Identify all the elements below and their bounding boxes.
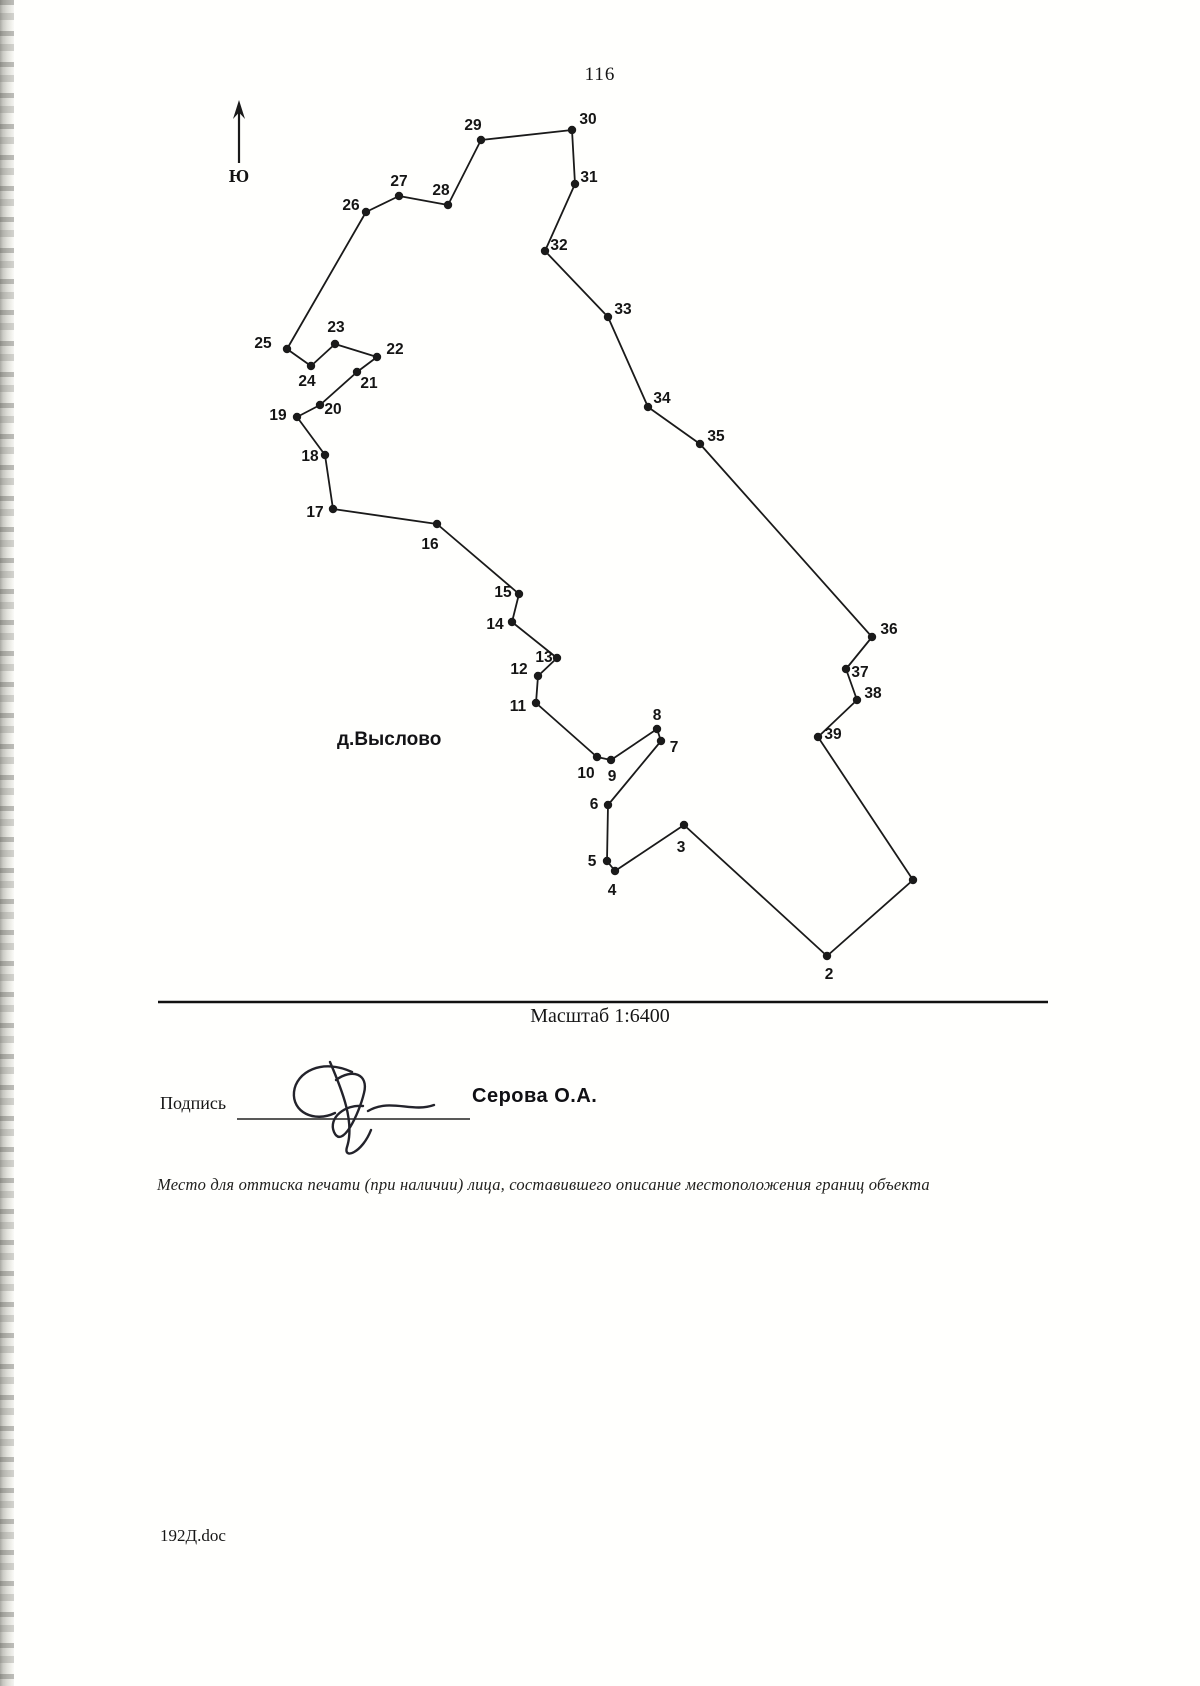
- boundary-point-22: [372, 352, 382, 362]
- page-number: 116: [584, 64, 616, 85]
- boundary-point-4: [610, 866, 620, 876]
- boundary-point-14: [507, 617, 517, 627]
- boundary-point-label-11: 11: [510, 698, 527, 715]
- stamp-note: Место для оттиска печати (при наличии) л…: [157, 1175, 930, 1194]
- boundary-point-24: [306, 361, 316, 371]
- boundary-point-label-24: 24: [298, 373, 316, 390]
- signature-stroke: [328, 1060, 373, 1155]
- boundary-point-16: [432, 519, 442, 529]
- boundary-point: [908, 875, 918, 885]
- boundary-point-label-34: 34: [653, 390, 671, 407]
- boundary-point-28: [443, 200, 453, 210]
- boundary-point-37: [841, 664, 851, 674]
- north-arrow-label: Ю: [229, 166, 249, 186]
- boundary-point-label-28: 28: [432, 182, 450, 199]
- boundary-point-33: [603, 312, 613, 322]
- boundary-point-21: [352, 367, 362, 377]
- boundary-point-8: [652, 724, 662, 734]
- boundary-point-27: [394, 191, 404, 201]
- boundary-point-20: [315, 400, 325, 410]
- boundary-point-label-6: 6: [590, 796, 599, 813]
- scale-label: Масштаб 1:6400: [530, 1005, 670, 1027]
- boundary-point-35: [695, 439, 705, 449]
- north-arrow: Ю: [229, 100, 249, 186]
- boundary-point-12: [533, 671, 543, 681]
- signature-stroke: [366, 1103, 436, 1113]
- boundary-point-label-3: 3: [677, 839, 686, 856]
- boundary-point-label-39: 39: [824, 726, 842, 743]
- boundary-point-label-30: 30: [579, 111, 596, 128]
- boundary-point-label-5: 5: [588, 853, 597, 870]
- signature-name: Серова О.А.: [472, 1085, 598, 1107]
- boundary-point-34: [643, 402, 653, 412]
- boundary-point-label-35: 35: [707, 428, 725, 445]
- boundary-point-label-31: 31: [580, 169, 598, 186]
- boundary-point-label-12: 12: [510, 661, 527, 678]
- boundary-point-label-9: 9: [608, 768, 617, 785]
- boundary-point-label-13: 13: [535, 649, 553, 666]
- boundary-point-label-2: 2: [825, 966, 834, 983]
- boundary-point-31: [570, 179, 580, 189]
- boundary-point-label-26: 26: [342, 197, 360, 214]
- boundary-point-18: [320, 450, 330, 460]
- boundary-point-6: [603, 800, 613, 810]
- footer-filename: 192Д.doc: [160, 1526, 226, 1545]
- boundary-point-5: [602, 856, 612, 866]
- boundary-point-label-8: 8: [653, 707, 662, 724]
- boundary-point-label-32: 32: [550, 237, 567, 254]
- boundary-point-label-23: 23: [327, 319, 345, 336]
- village-label: д.Выслово: [337, 729, 441, 750]
- boundary-point-7: [656, 736, 666, 746]
- boundary-point-32: [540, 246, 550, 256]
- boundary-point-label-33: 33: [614, 301, 632, 318]
- boundary-point-label-37: 37: [851, 664, 868, 681]
- boundary-polygon: [286, 129, 914, 957]
- boundary-point-label-22: 22: [386, 341, 403, 358]
- boundary-point-label-18: 18: [301, 448, 319, 465]
- boundary-point-23: [330, 339, 340, 349]
- boundary-point-30: [567, 125, 577, 135]
- boundary-point-26: [361, 207, 371, 217]
- boundary-point-label-15: 15: [494, 584, 512, 601]
- boundary-point-15: [514, 589, 524, 599]
- boundary-point-label-25: 25: [254, 335, 272, 352]
- boundary-point-label-21: 21: [360, 375, 378, 392]
- signature-stroke: [331, 1072, 367, 1139]
- boundary-point-label-20: 20: [324, 401, 341, 418]
- boundary-point-3: [679, 820, 689, 830]
- boundary-point-label-27: 27: [390, 173, 407, 190]
- boundary-point-label-4: 4: [608, 882, 617, 899]
- boundary-point-17: [328, 504, 338, 514]
- boundary-point-label-14: 14: [486, 616, 504, 633]
- boundary-point-label-17: 17: [306, 504, 323, 521]
- scan-edge-artifact: [0, 0, 14, 1686]
- boundary-point-label-36: 36: [880, 621, 898, 638]
- boundary-point-label-29: 29: [464, 117, 482, 134]
- boundary-point-19: [292, 412, 302, 422]
- boundary-point-11: [531, 698, 541, 708]
- boundary-point-9: [606, 755, 616, 765]
- boundary-point-label-19: 19: [269, 407, 287, 424]
- boundary-point-39: [813, 732, 823, 742]
- handwritten-signature: [292, 1060, 436, 1155]
- signature-label: Подпись: [160, 1093, 227, 1113]
- north-arrow-head-icon: [233, 100, 245, 119]
- boundary-point-10: [592, 752, 602, 762]
- boundary-point-label-38: 38: [864, 685, 882, 702]
- boundary-point-label-16: 16: [421, 536, 439, 553]
- signature-stroke: [292, 1065, 354, 1118]
- boundary-point-38: [852, 695, 862, 705]
- boundary-point-label-7: 7: [670, 739, 679, 756]
- boundary-point-label-10: 10: [577, 765, 594, 782]
- boundary-point-25: [282, 344, 292, 354]
- boundary-point-29: [476, 135, 486, 145]
- boundary-point-13: [552, 653, 562, 663]
- boundary-point-2: [822, 951, 832, 961]
- boundary-point-36: [867, 632, 877, 642]
